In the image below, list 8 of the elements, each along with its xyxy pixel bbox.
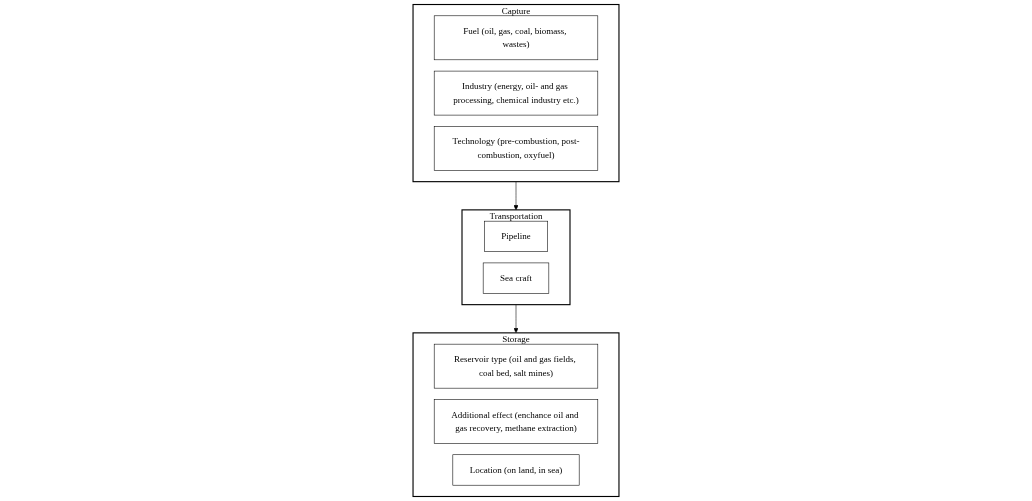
node-box: Industry (energy, oil- and gas processing, chemical industry etc.) [433,70,599,116]
node-box: Fuel (oil, gas, coal, biomass, wastes) [433,15,599,61]
node-box: Sea craft [482,262,550,294]
node-box: Reservoir type (oil and gas fields, coal bed, salt mines) [433,343,599,389]
node-box: Pipeline [484,220,548,252]
node-box: Additional effect (enchance oil and gas recovery, methane extraction) [433,399,599,444]
node-box: Technology (pre-combustion, post-combustion, oxyfuel) [433,126,599,171]
node-box: Location (on land, in sea) [452,454,580,486]
